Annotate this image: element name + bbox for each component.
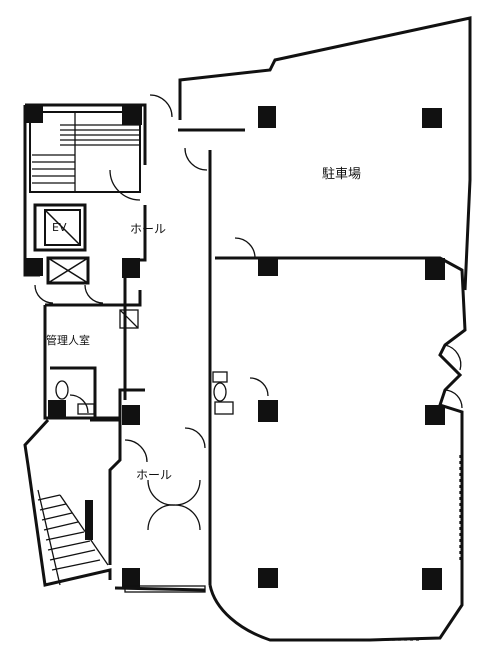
door-arc (444, 344, 462, 371)
lower-block-wall (90, 418, 122, 565)
column (122, 105, 142, 125)
equipment-box (119, 309, 139, 329)
column (422, 568, 442, 590)
elevator-car (44, 209, 81, 246)
management-room-walls (43, 290, 145, 420)
upper-staircase-treads (32, 111, 140, 192)
door-arc (147, 504, 201, 531)
hall-label-lower: ホール (136, 468, 172, 482)
door-arc (149, 94, 173, 118)
column (48, 400, 66, 418)
door-arc (147, 479, 201, 506)
door-arc (234, 237, 256, 259)
column (258, 106, 276, 128)
window-strip (124, 585, 206, 593)
door-arc (109, 169, 141, 201)
column (425, 258, 445, 280)
toilet (213, 382, 227, 402)
door-arc (249, 377, 269, 397)
column (85, 500, 93, 540)
toilet-partition (50, 366, 97, 418)
column (422, 108, 442, 128)
fixtures (55, 309, 461, 641)
lower-staircase-treads (37, 489, 109, 586)
shaft-crosses (44, 209, 89, 284)
column (425, 405, 445, 425)
sink (77, 403, 95, 415)
column (258, 258, 278, 276)
door-arc (184, 147, 208, 171)
column (122, 568, 140, 588)
column (258, 400, 278, 422)
column (25, 258, 43, 276)
parking-outer-wall (178, 16, 472, 291)
column (122, 258, 140, 278)
equipment-shaft-upper (46, 256, 90, 285)
door-arc (69, 394, 89, 414)
door-arc (84, 284, 104, 304)
hall-label-upper: ホール (130, 222, 166, 236)
door-arc (444, 389, 463, 409)
elevator-label: EV (52, 221, 67, 234)
column (258, 568, 278, 588)
elevator-shaft (33, 203, 87, 252)
sink (214, 401, 234, 415)
column (25, 105, 43, 123)
toilet-tank (212, 371, 228, 383)
door-arc (124, 439, 148, 463)
door-arc (34, 284, 54, 304)
toilet (55, 380, 69, 400)
lower-stair-outer-wall (23, 418, 112, 587)
bottom-wall-left (114, 586, 206, 592)
stair-block-top-wall (25, 103, 147, 165)
management-room-label: 管理人室 (46, 333, 90, 347)
parking-label: 駐車場 (322, 167, 361, 182)
column (122, 405, 140, 425)
door-arc (184, 427, 206, 449)
structural-columns (25, 105, 445, 590)
door-swings (34, 94, 463, 531)
